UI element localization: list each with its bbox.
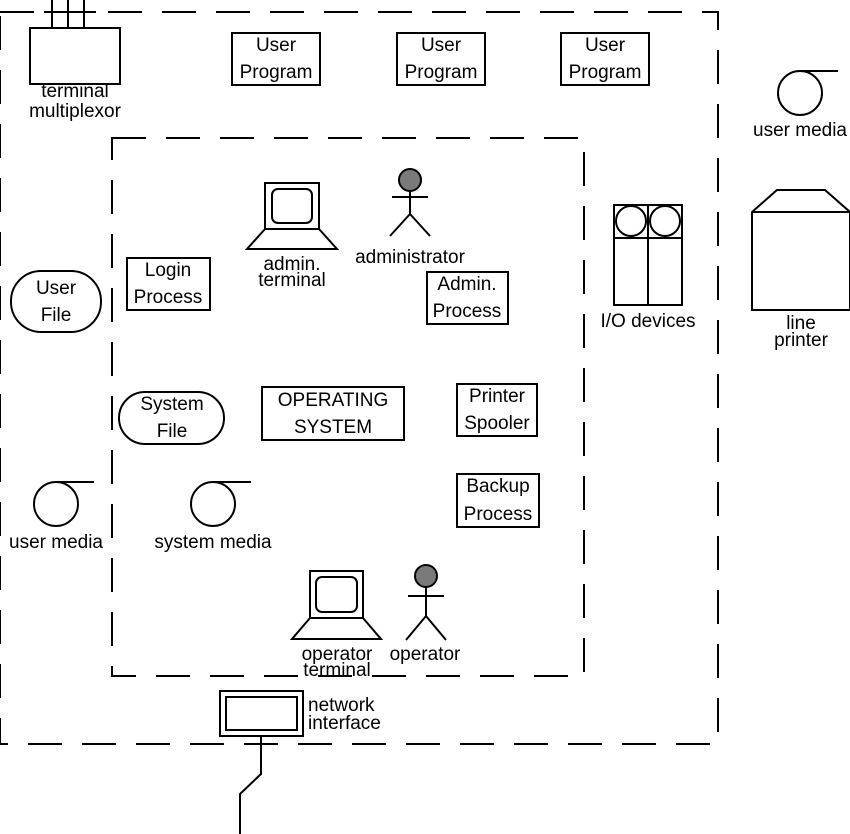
admin-terminal-label-2: terminal — [258, 270, 326, 291]
admin-process-box: Admin. Process — [426, 271, 509, 325]
admin-terminal-label-1: admin. — [263, 254, 320, 275]
terminal-mux-label-2: multiplexor — [29, 101, 122, 122]
user-program-label-2a: User — [421, 35, 462, 56]
terminal-mux-label-1: terminal — [41, 81, 109, 102]
user-program-label-3b: Program — [569, 62, 642, 83]
user-media-left-icon — [33, 481, 94, 527]
user-file-box: User File — [10, 270, 102, 333]
printer-spooler-label-2: Spooler — [464, 413, 530, 434]
operating-system-box: OPERATING SYSTEM — [261, 386, 405, 441]
operating-system-label-2: SYSTEM — [294, 417, 372, 438]
network-interface-label-1: network — [308, 695, 375, 716]
user-file-label-1: User — [36, 278, 77, 299]
operator-icon — [405, 564, 447, 641]
line-printer-label-1: line — [786, 313, 816, 334]
io-devices-icon — [613, 204, 683, 306]
inner-boundary — [111, 137, 585, 677]
login-process-box: Login Process — [126, 257, 211, 311]
network-interface-label-2: interface — [308, 713, 381, 734]
user-media-right-label: user media — [753, 120, 847, 141]
operator-terminal-icon — [289, 570, 384, 640]
administrator-label: administrator — [355, 247, 465, 268]
user-media-left-label: user media — [9, 532, 103, 553]
user-program-label-3a: User — [585, 35, 626, 56]
login-process-label-1: Login — [145, 260, 192, 281]
user-program-label-2b: Program — [405, 62, 478, 83]
administrator-icon — [389, 168, 431, 237]
network-interface-icon — [219, 690, 304, 834]
login-process-label-2: Process — [134, 287, 203, 308]
admin-terminal-icon — [244, 182, 340, 250]
user-program-box-2: User Program — [396, 32, 486, 86]
backup-process-label-1: Backup — [466, 476, 529, 497]
administrator-head — [398, 168, 422, 192]
operator-label: operator — [390, 644, 461, 665]
system-file-box: System File — [118, 391, 225, 445]
user-program-box-1: User Program — [231, 32, 321, 86]
system-file-label-2: File — [157, 421, 188, 442]
operating-system-label-1: OPERATING — [278, 390, 389, 411]
user-program-box-3: User Program — [560, 32, 650, 86]
user-media-right-icon — [777, 70, 838, 116]
outer-boundary — [0, 11, 719, 745]
terminal-multiplexor: terminal multiplexor — [29, 0, 122, 122]
system-media-label: system media — [154, 532, 272, 553]
operator-terminal-label-1: operator — [302, 644, 373, 665]
line-printer-label-2: printer — [774, 330, 829, 351]
system-file-label-1: System — [140, 394, 203, 415]
operator-terminal-label-2: terminal — [303, 660, 371, 681]
operator-head — [414, 564, 438, 588]
admin-process-label-2: Process — [433, 301, 502, 322]
user-program-label-1a: User — [256, 35, 297, 56]
backup-process-box: Backup Process — [456, 473, 540, 528]
printer-spooler-box: Printer Spooler — [456, 383, 538, 437]
user-file-label-2: File — [41, 305, 72, 326]
backup-process-label-2: Process — [464, 504, 533, 525]
io-devices-label: I/O devices — [600, 311, 695, 332]
user-program-label-1b: Program — [240, 62, 313, 83]
printer-spooler-label-1: Printer — [469, 386, 526, 407]
admin-process-label-1: Admin. — [437, 274, 496, 295]
line-printer-icon — [751, 189, 850, 311]
system-media-icon — [190, 481, 251, 527]
